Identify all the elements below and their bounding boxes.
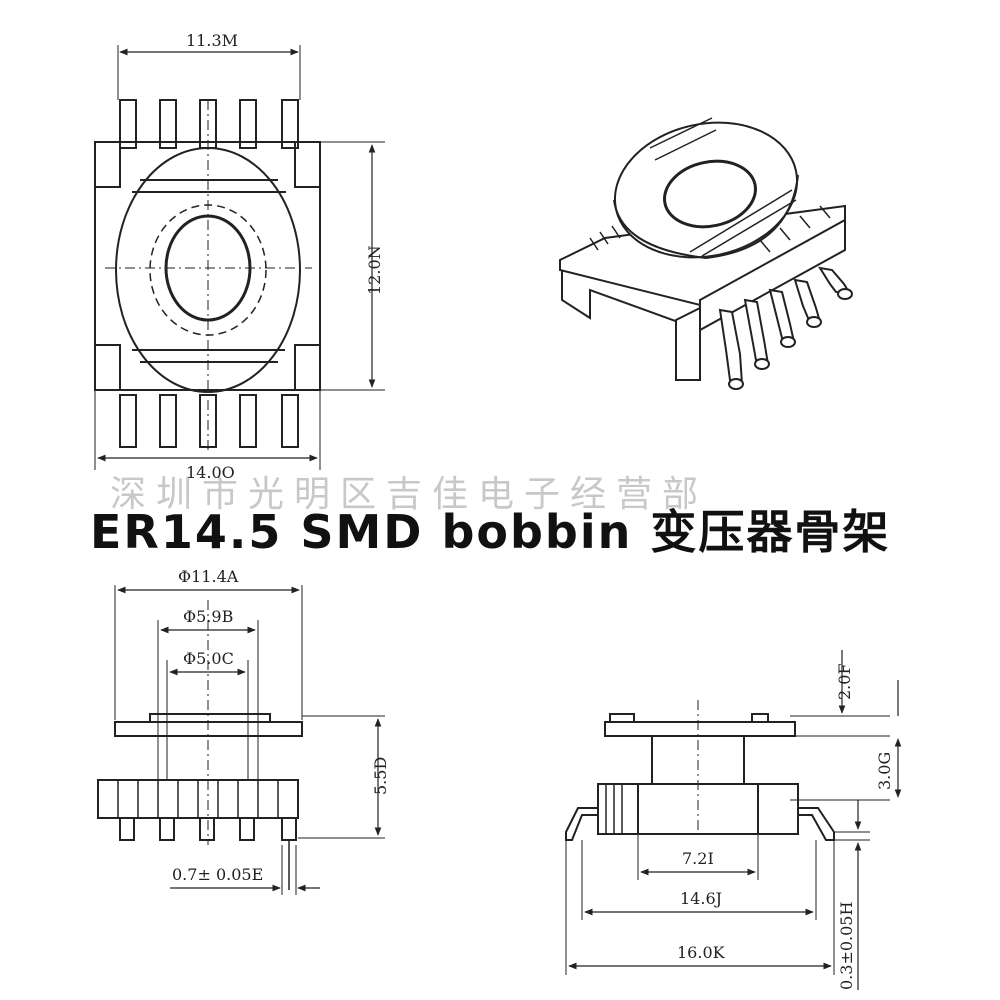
side-outer-label: Φ11.4A [178,567,239,586]
page-title: ER14.5 SMD bobbin 变压器骨架 [90,505,891,559]
front-span-label: 14.6J [680,889,722,908]
front-foot-label: 0.3±0.05H [837,902,856,990]
front-top-label: 2.0F [835,663,854,700]
side-inner-label: Φ5.0C [183,649,234,668]
top-pins-upper [119,99,299,149]
front-total-label: 16.0K [677,943,726,962]
side-pin-label: 0.7± 0.05E [172,865,263,884]
top-view [94,45,385,470]
watermark-text: 深圳市光明区吉佳电子经营部 [110,474,709,515]
top-pins-lower [119,394,299,448]
side-view [97,585,385,895]
top-height-label: 12.0N [365,245,384,295]
side-height-label: 5.5D [371,757,390,795]
front-inner-label: 7.2I [682,849,714,868]
side-pins [119,817,297,890]
side-mid-label: Φ5.9B [183,607,233,626]
iso-pins [718,266,853,390]
isometric-view [559,117,853,390]
front-view [565,650,902,990]
iso-bore [663,159,757,229]
top-width-label: 11.3M [186,31,238,50]
front-mid-label: 3.0G [875,752,894,790]
front-flange [604,721,796,737]
top-base-label: 14.0O [186,463,235,482]
